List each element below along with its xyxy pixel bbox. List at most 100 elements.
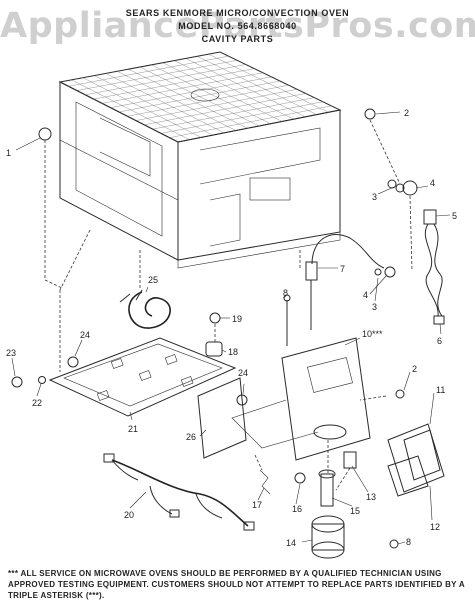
side-plate [209, 193, 241, 247]
service-warning-note: *** ALL SERVICE ON MICROWAVE OVENS SHOUL… [8, 569, 465, 600]
plate-window [307, 357, 353, 393]
callout-13: 13 [366, 492, 376, 502]
heater-coil [128, 291, 171, 329]
callout-25: 25 [148, 275, 158, 285]
nut-23 [11, 376, 23, 388]
harness-main [111, 459, 249, 527]
callout-17: 17 [252, 500, 262, 510]
callout-11: 11 [436, 385, 445, 395]
callout-2-top: 2 [404, 108, 409, 118]
model-number: MODEL NO. 564.8668040 [178, 21, 297, 31]
thermal-switch-18 [205, 341, 223, 357]
grid-line [169, 105, 332, 138]
grid-line [208, 53, 329, 113]
harness-branch-3 [195, 493, 223, 519]
grid-line [152, 97, 315, 130]
oven-cavity [58, 51, 342, 269]
callout-4-top: 4 [430, 178, 435, 188]
harness-branch-2 [149, 485, 173, 515]
diagram-title: SEARS KENMORE MICRO/CONVECTION OVEN [125, 8, 350, 18]
grid-line [162, 62, 283, 122]
cavity-bottom-flange [177, 232, 341, 269]
callout-19: 19 [232, 314, 242, 324]
wire-17 [259, 469, 271, 495]
callout-23: 23 [6, 348, 16, 358]
washer-4-top [402, 180, 418, 196]
callout-5: 5 [452, 211, 457, 221]
harness-wire-b [433, 223, 443, 317]
grid-line [135, 89, 298, 121]
motor-body-14 [311, 523, 345, 551]
assembly-lines [44, 119, 413, 491]
harness-plug-2 [243, 521, 255, 531]
callout-24-left: 24 [80, 330, 90, 340]
thermistor-5 [423, 209, 437, 225]
cavity-top-grid [68, 53, 332, 140]
seal-12 [387, 423, 445, 493]
grid-line [144, 93, 306, 126]
screw-2-lower [395, 389, 405, 399]
callout-6: 6 [437, 336, 442, 346]
base-tray [48, 337, 237, 417]
sensor-body [305, 261, 318, 281]
nut-3-lower [374, 268, 382, 276]
coupler-16-top [318, 469, 336, 479]
tray-outline [48, 337, 237, 417]
callout-15: 15 [350, 506, 360, 516]
side-bracket [249, 177, 291, 201]
grid-line [161, 101, 323, 134]
screw-19 [209, 312, 221, 324]
sensor-wire [311, 233, 385, 269]
callout-2-lower: 2 [412, 364, 417, 374]
callout-18: 18 [228, 347, 238, 357]
grid-line [151, 64, 271, 124]
callout-8-lower: 8 [406, 537, 411, 547]
side-duct [199, 127, 321, 185]
callout-20: 20 [124, 510, 134, 520]
callout-21: 21 [128, 424, 138, 434]
front-rib [59, 139, 179, 201]
callout-10: 10*** [362, 329, 383, 339]
cavity-opening [75, 101, 163, 237]
window-11 [387, 455, 429, 497]
motor-bottom [311, 541, 345, 559]
cavity-side-panel [177, 109, 341, 261]
plate-outline [281, 337, 371, 461]
cavity-top-port [190, 88, 220, 102]
grid-line [118, 80, 281, 113]
thermal-harness [387, 179, 445, 325]
bolt-8-head [283, 294, 291, 302]
grid-line [197, 56, 317, 115]
clip-22 [38, 376, 46, 384]
drive-shaft-15 [320, 473, 334, 507]
grid-line [185, 58, 306, 118]
callout-14: 14 [286, 538, 296, 548]
plate-hole [313, 424, 347, 440]
screw-8-lower [389, 539, 399, 549]
seal-12-inner [403, 429, 441, 481]
leader-lines [11, 111, 451, 545]
section-title: CAVITY PARTS [201, 34, 274, 44]
callout-24-right: 24 [238, 368, 248, 378]
callout-8-upper: 8 [283, 288, 288, 298]
front-inner-panel [99, 117, 151, 177]
motor-assembly [259, 451, 399, 559]
temperature-sensor [305, 233, 396, 330]
mounting-plate-10 [231, 337, 371, 461]
callout-7: 7 [340, 264, 345, 274]
callout-26: 26 [186, 432, 196, 442]
bracket-26 [197, 377, 247, 459]
harness-wire-a [424, 223, 439, 317]
callout-1: 1 [6, 148, 11, 158]
washer-16 [294, 472, 306, 484]
sensor-grommet [384, 266, 396, 278]
harness-plug-3 [169, 509, 180, 518]
callout-3-top: 3 [372, 192, 377, 202]
screw-24-left [67, 356, 79, 368]
screw-2-top [364, 108, 376, 120]
heater-element [119, 289, 171, 329]
grid-line [174, 60, 294, 120]
wire-harness-20 [103, 453, 255, 531]
callout-12: 12 [430, 522, 440, 532]
